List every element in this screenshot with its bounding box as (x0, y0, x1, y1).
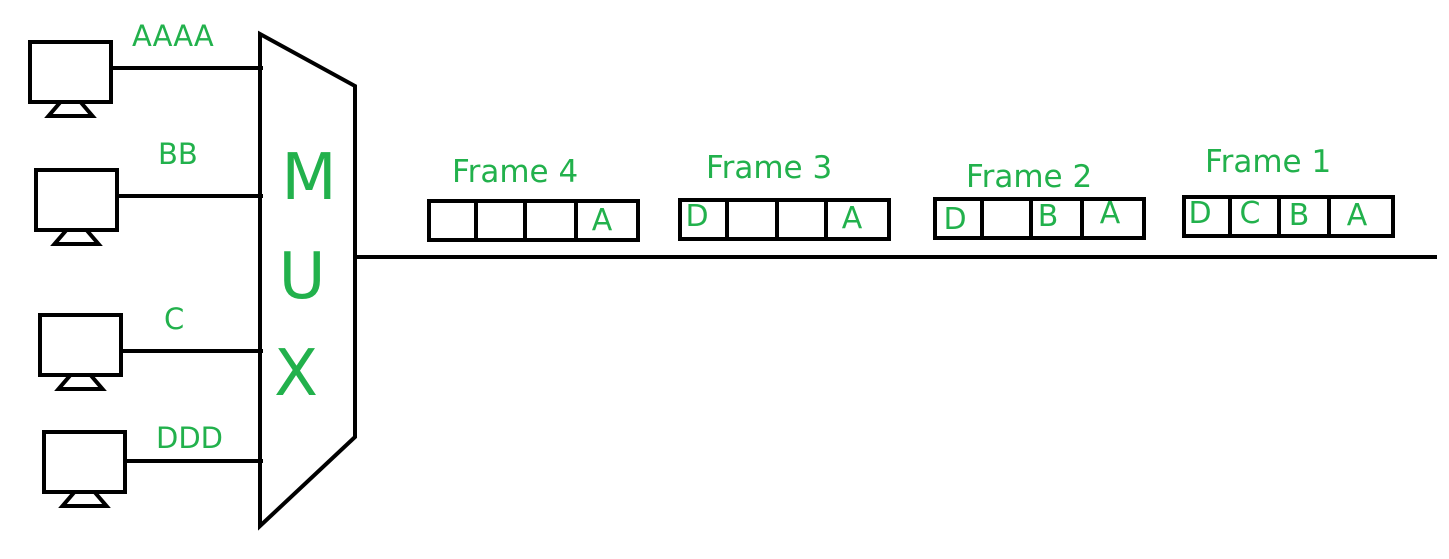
frame-3-box (678, 198, 891, 241)
frame-1-box (1182, 195, 1395, 238)
frame-2-box (933, 197, 1146, 240)
frame-4-box (427, 199, 640, 242)
computer-icon (42, 430, 127, 508)
mux-trapezoid (258, 30, 357, 531)
computer-icon (38, 313, 123, 391)
computer-icon (34, 168, 119, 246)
computer-icon (28, 40, 113, 118)
